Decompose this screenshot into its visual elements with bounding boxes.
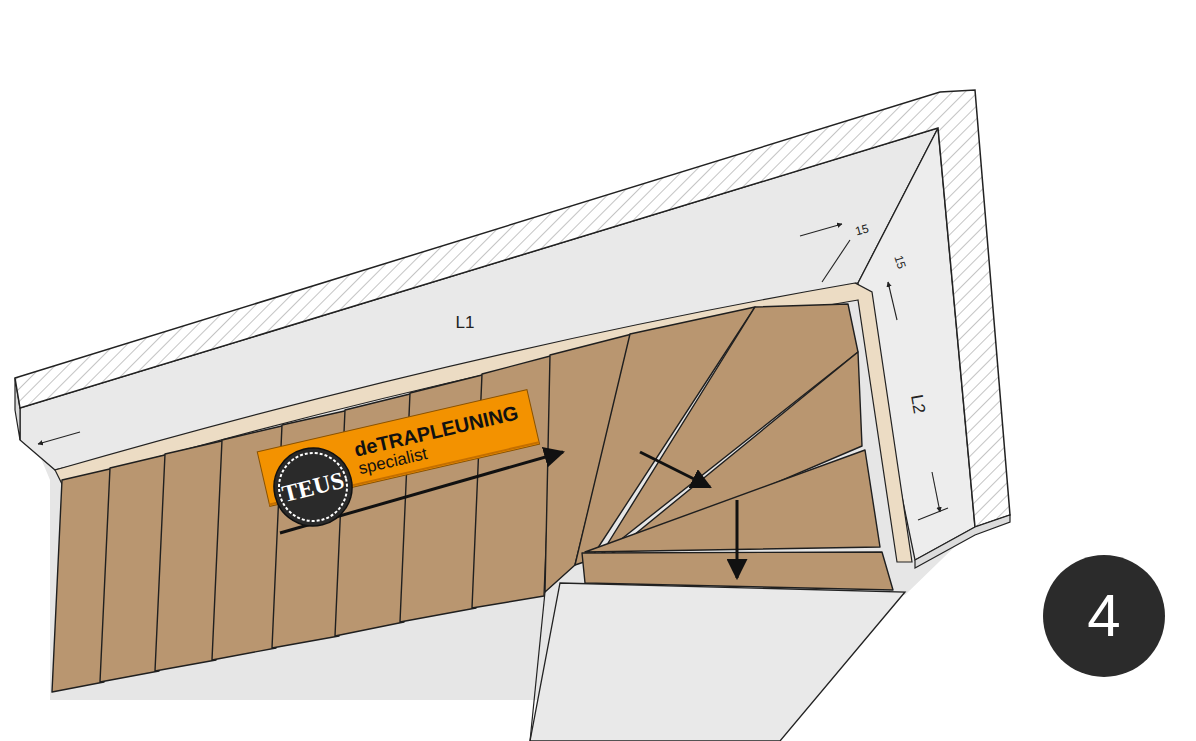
circle-shape: [1042, 554, 1166, 678]
step-number-circle: 4: [1042, 554, 1166, 678]
dimension-arrow: [800, 224, 842, 236]
number-disc: [1043, 555, 1165, 677]
node-text-group: TEUS: [279, 467, 346, 508]
dimension-value: 15: [854, 222, 870, 237]
dimension-lines: [38, 224, 948, 520]
logo-badge: TEUS: [265, 439, 362, 536]
walking-arrow: [736, 500, 739, 578]
dimension-label: L1: [456, 314, 475, 331]
ribbon-band: [257, 390, 539, 507]
ribbon-edge: [269, 442, 539, 504]
node-title: 4: [1087, 583, 1120, 649]
winder-tread: [585, 450, 880, 552]
node-text-group: 4: [1087, 583, 1120, 649]
badge-ring: [272, 446, 354, 528]
dimension-arrow: [38, 432, 80, 444]
badge-shape: [265, 439, 362, 536]
stair-treads: [52, 355, 554, 692]
walking-arrow: [280, 452, 563, 533]
winder-treads: [545, 304, 893, 592]
node-subtitle: specialist: [356, 422, 523, 476]
dimension-arrow: [932, 472, 940, 512]
node-text-group: deTRAPLEUNINGspecialist: [351, 401, 523, 477]
brand-ribbon: deTRAPLEUNINGspecialist: [257, 390, 539, 507]
extension-line: [822, 240, 850, 282]
node-title: TEUS: [279, 467, 346, 508]
node-title: deTRAPLEUNING: [351, 401, 519, 460]
wall-edge: [530, 592, 545, 741]
dimension-arrow: [888, 282, 897, 320]
badge-disc: [266, 440, 361, 535]
dimension-label: L2: [908, 393, 928, 415]
walking-arrow: [640, 452, 710, 487]
walking-arrows: [280, 452, 737, 578]
extension-line: [918, 508, 948, 520]
wall-bottom-face: [915, 515, 1010, 568]
dimension-value: 15: [892, 254, 908, 270]
lower-wall-block: [530, 583, 905, 741]
ribbon-shape: [257, 390, 539, 507]
stair-tread: [472, 355, 554, 608]
